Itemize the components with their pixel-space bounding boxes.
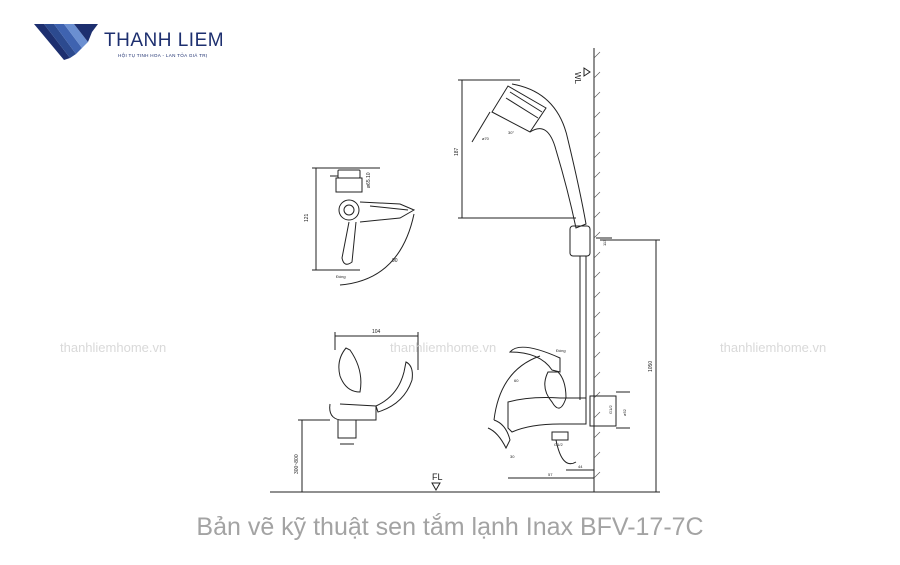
mixer-handle-label: Đóng bbox=[556, 348, 566, 353]
watermark-left: thanhliemhome.vn bbox=[60, 340, 167, 355]
side-view: 104 300~800 bbox=[294, 329, 419, 492]
head-length-dim: 187 bbox=[454, 147, 460, 156]
floor-marker-icon bbox=[431, 482, 441, 492]
holder-dim: 113 bbox=[602, 239, 607, 246]
total-height-dim-line: 1050 bbox=[600, 239, 660, 492]
floor-label: FL bbox=[432, 472, 443, 482]
spout-dim: 57 bbox=[548, 472, 553, 477]
wall-marker-icon bbox=[583, 67, 591, 77]
side-height-dim: 300~800 bbox=[294, 454, 300, 474]
brand-tagline: HỘI TỤ TINH HOA - LAN TỎA GIÁ TRỊ bbox=[118, 53, 208, 58]
brand-logo: THANH LIEM HỘI TỤ TINH HOA - LAN TỎA GIÁ… bbox=[34, 20, 244, 64]
pipe-dia-dim: ø52 bbox=[622, 408, 627, 416]
wall bbox=[593, 48, 601, 492]
head-angle-a: ø70 bbox=[482, 136, 490, 141]
top-handle-label: Đóng bbox=[336, 274, 346, 279]
brand-name: THANH LIEM bbox=[104, 30, 225, 51]
top-height-dim: 121 bbox=[304, 213, 310, 222]
technical-drawing: FL WL 121 ø65.10 90 Đóng 104 300~800 bbox=[270, 48, 660, 493]
mixer-front-view: ø52 G1/2 G1/2 57 44 30 60 Đóng bbox=[487, 346, 630, 479]
g2-dim: G1/2 bbox=[554, 442, 563, 447]
g1-dim: G1/2 bbox=[608, 405, 613, 414]
watermark-center: thanhliemhome.vn bbox=[390, 340, 497, 355]
top-view: 121 ø65.10 90 Đóng bbox=[304, 167, 416, 286]
wall-label: WL bbox=[573, 72, 582, 85]
watermark-right: thanhliemhome.vn bbox=[720, 340, 827, 355]
spout-height-dim: 30 bbox=[510, 454, 515, 459]
lever-angle-dim: 60 bbox=[514, 378, 519, 383]
top-angle-dim: 90 bbox=[392, 258, 398, 264]
logo-mark-icon bbox=[34, 24, 98, 60]
offset-dim: 44 bbox=[578, 464, 583, 469]
top-small-dim: ø65.10 bbox=[366, 172, 372, 188]
total-height-dim: 1050 bbox=[648, 361, 654, 372]
side-width-dim: 104 bbox=[372, 329, 381, 335]
head-angle-b: 30° bbox=[508, 130, 514, 135]
shower-head-view: 187 ø70 30° 113 bbox=[454, 79, 612, 400]
caption: Bản vẽ kỹ thuật sen tắm lạnh Inax BFV-17… bbox=[196, 513, 704, 541]
